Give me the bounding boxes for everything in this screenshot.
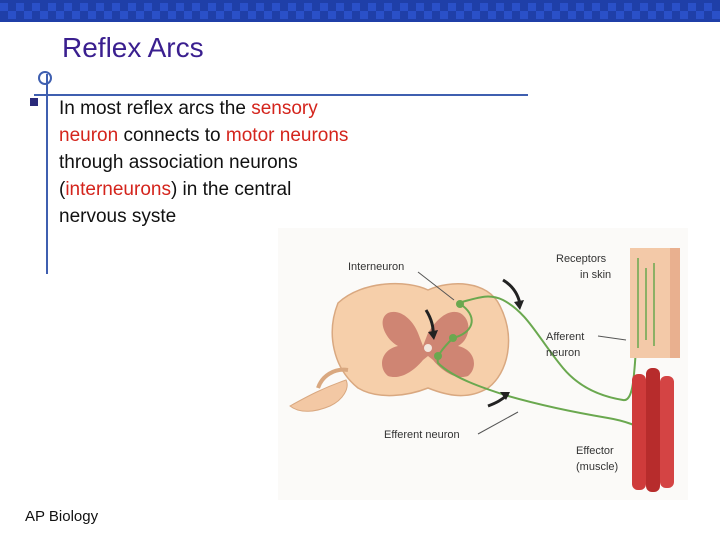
bullet-text-segment: In most reflex arcs the [59,98,252,119]
spinal-cord-section [289,282,510,412]
bullet-text: In most reflex arcs the sensory neuron c… [59,95,359,230]
bullet-square-icon [30,98,38,106]
afferent-label-line2: neuron [546,347,580,359]
title-underline [34,94,528,96]
label-leader-lines [417,271,627,435]
motor-neurons-term: motor neurons [225,125,349,146]
efferent-neuron-label: Efferent neuron [384,429,460,441]
reflex-arc-illustration: Interneuron Receptors in skin Afferent n… [289,248,680,492]
interneuron-label: Interneuron [348,261,404,273]
top-bar-pattern-offset [8,11,720,19]
left-vertical-rule [46,74,48,274]
receptors-label-line1: Receptors [556,253,607,265]
effector-label-line2: (muscle) [576,461,618,473]
crosshair-ornament [38,71,52,85]
footer-course-label: AP Biology [25,508,99,525]
effector-label-line1: Effector [576,445,614,457]
bullet-text-segment: ) in the central nervous syste [59,179,292,227]
slide-title: Reflex Arcs [62,32,204,63]
muscle-effector [632,368,674,492]
reflex-arc-diagram: Interneuron Receptors in skin Afferent n… [278,228,688,500]
afferent-label-line1: Afferent [546,331,584,343]
sensory-neuron-term: sensory neuron [59,98,318,146]
interneurons-term: interneurons [65,179,171,200]
top-decorative-bar [0,0,720,22]
synapse-markers [434,300,464,360]
bullet-text-segment: connects to [118,125,226,146]
bullet-text-segment: through association neurons ( [59,152,298,200]
skin-receptors [630,248,680,358]
arrowheads [428,300,524,400]
receptors-label-line2: in skin [580,269,611,281]
